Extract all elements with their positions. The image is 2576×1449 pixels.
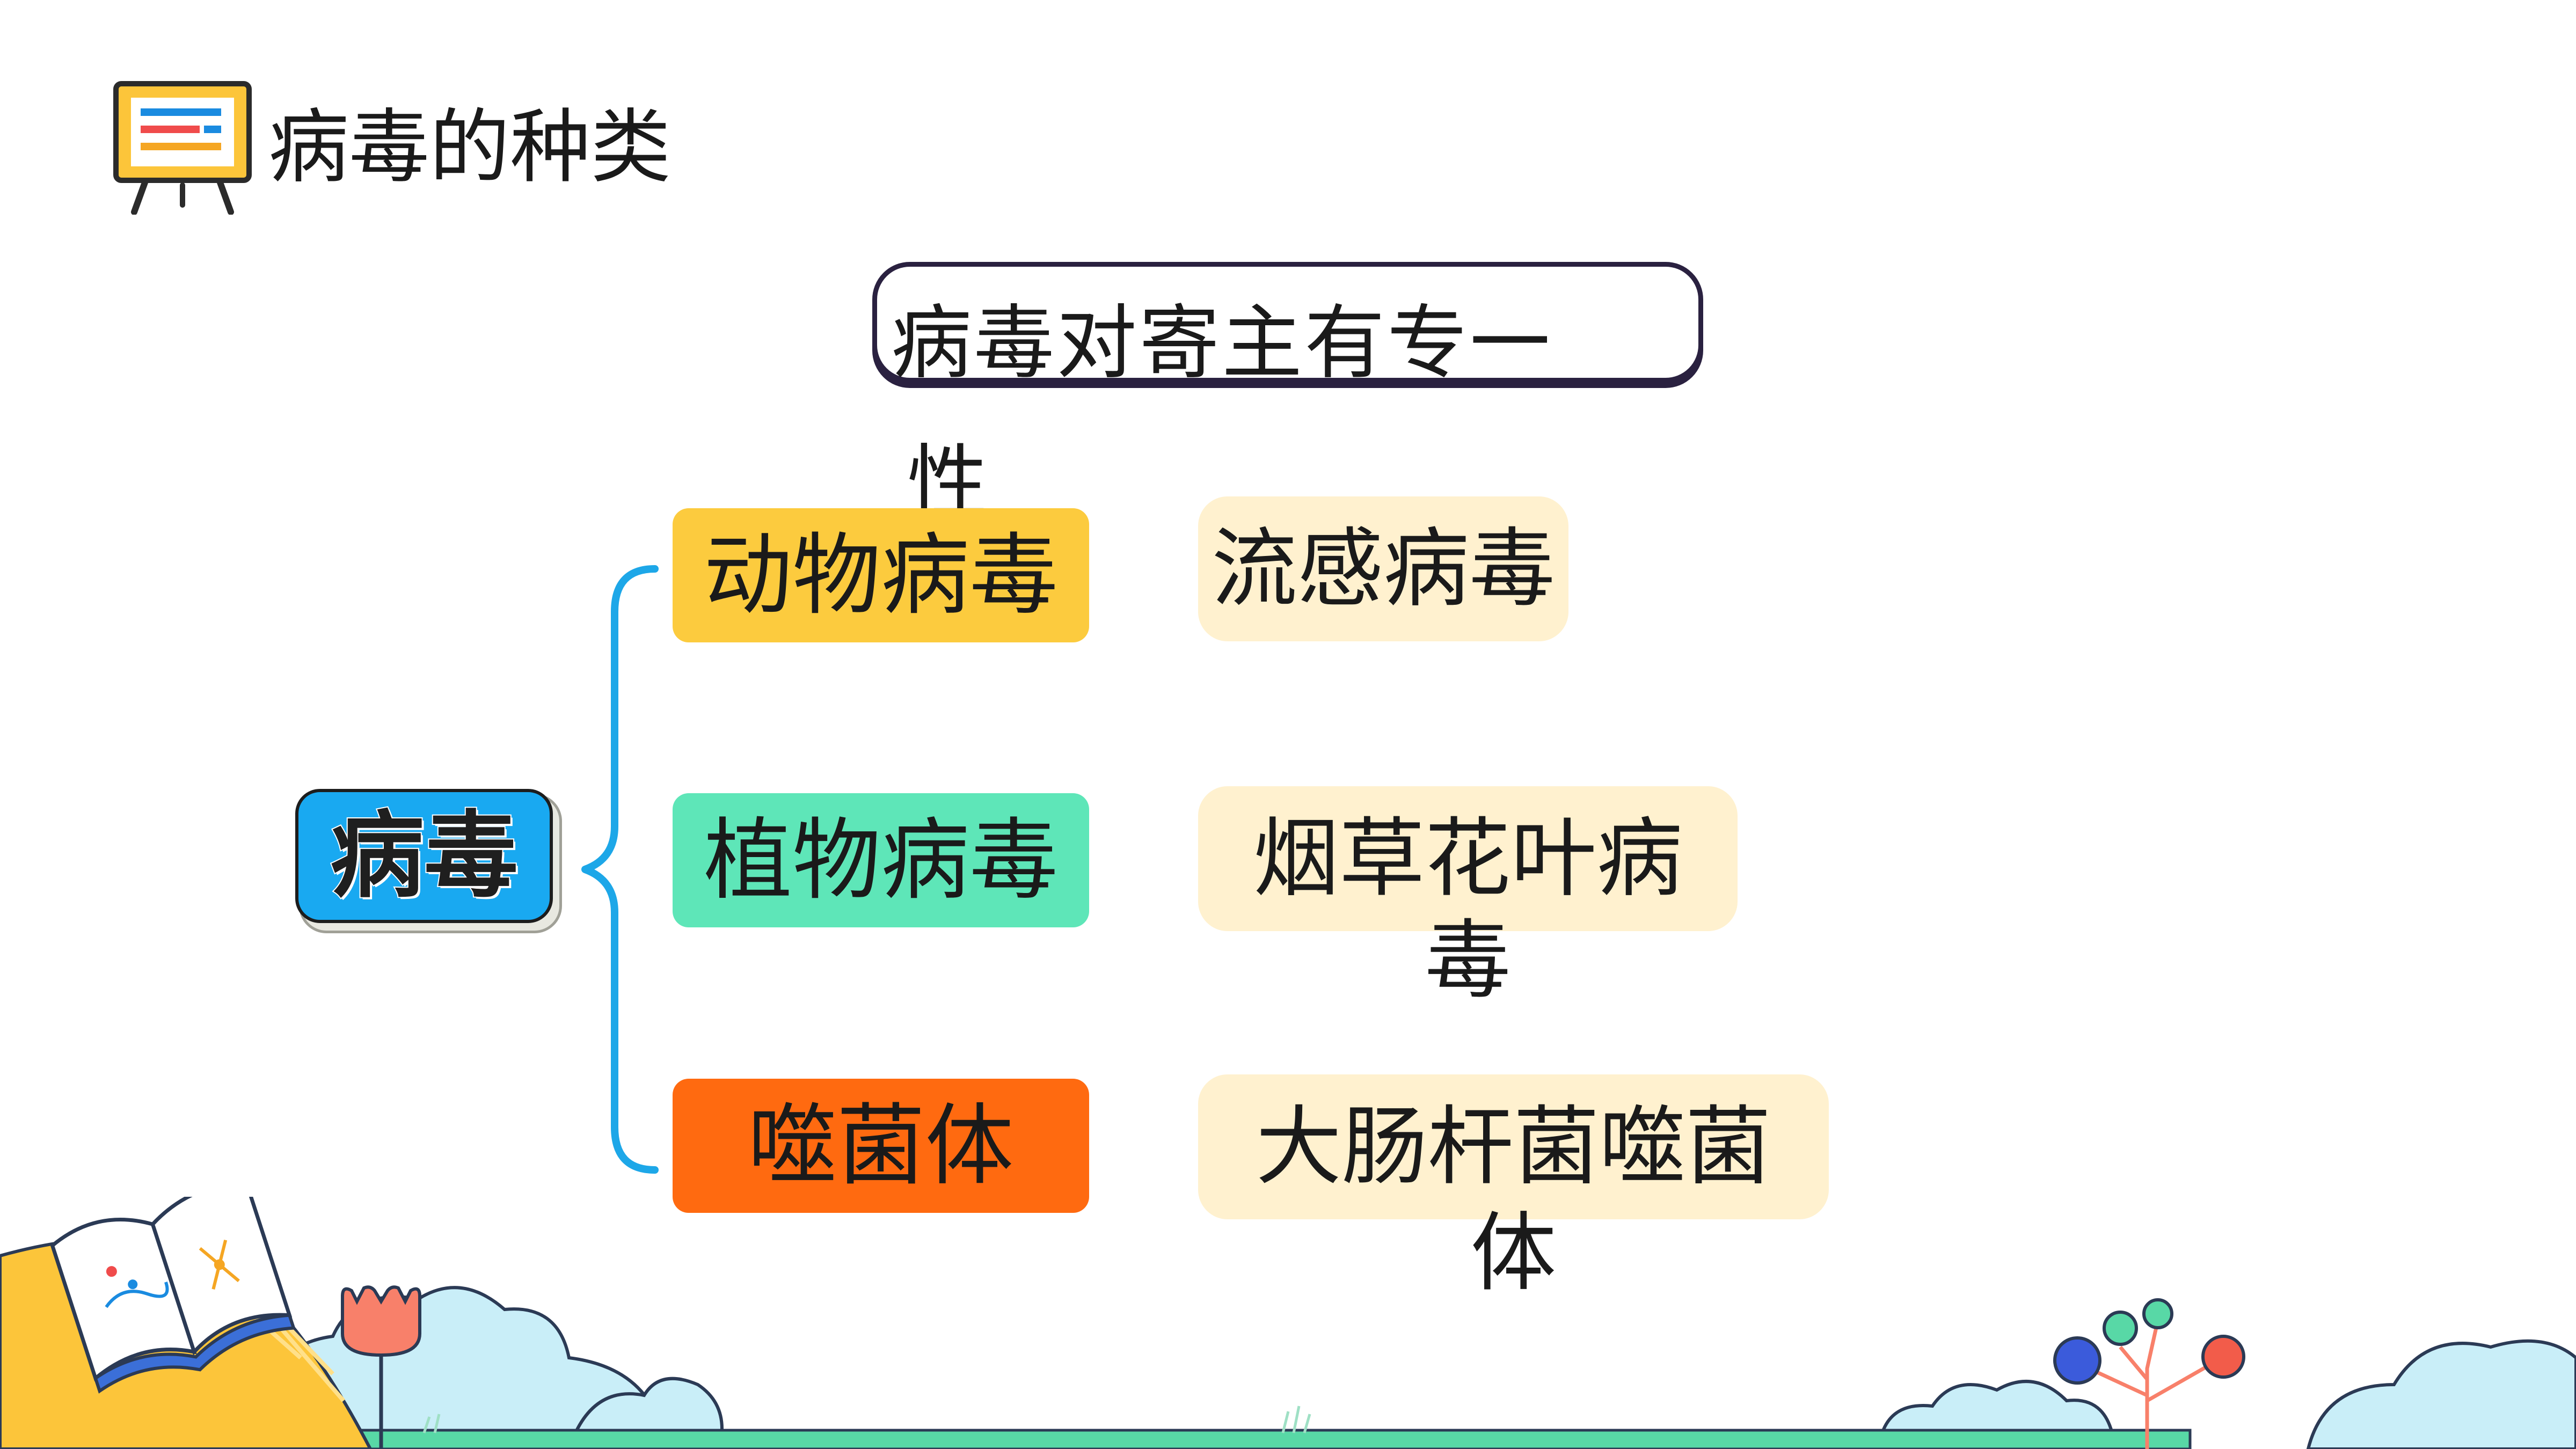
tree-bracket [581,565,659,1174]
note-text-line1: 病毒对寄主有专一 [891,297,1553,390]
open-book-icon [0,1197,373,1449]
note-box [872,262,1703,383]
category-plant-virus: 植物病毒 [673,793,1089,927]
example-tobacco-mosaic: 烟草花叶病 [1198,786,1738,931]
category-label: 动物病毒 [704,524,1058,627]
example-ecoli-phage: 大肠杆菌噬菌 [1198,1074,1829,1219]
example-label: 流感病毒 [1211,518,1555,619]
example-label-overflow: 毒 [1425,910,1511,1011]
category-label: 植物病毒 [704,809,1058,912]
lollipop-tree-icon [2053,1298,2245,1449]
category-bacteriophage: 噬菌体 [673,1079,1089,1213]
example-label: 大肠杆菌噬菌 [1256,1096,1771,1197]
example-label-overflow: 体 [1470,1203,1557,1303]
note-text: 病毒对寄主有专一 性 [891,274,1675,553]
category-animal-virus: 动物病毒 [673,508,1089,642]
slide-title: 病毒的种类 [268,101,672,194]
root-label: 病毒 [329,801,519,912]
example-influenza: 流感病毒 [1198,496,1568,641]
easel-board-icon [113,81,252,215]
tulip-icon [341,1285,421,1449]
root-node: 病毒 [295,789,553,923]
category-label: 噬菌体 [748,1094,1014,1197]
example-label: 烟草花叶病 [1253,808,1683,909]
